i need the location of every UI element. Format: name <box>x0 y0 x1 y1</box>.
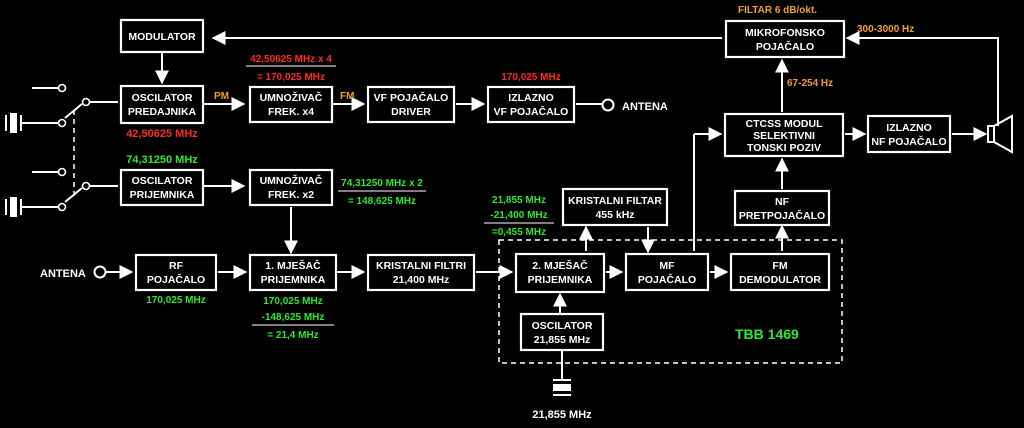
vf-driver-line-1: VF POJAČALO <box>374 91 449 104</box>
mf-line-2: POJAČALO <box>638 273 696 286</box>
ctcss-modul-block: CTCSS MODUL SELEKTIVNI TONSKI POZIV <box>723 112 845 158</box>
nf-pretpojacalo-block: NF PRETPOJAČALO <box>733 189 831 227</box>
nfp-line-1: NF <box>775 196 790 208</box>
crystal-icon <box>553 350 571 396</box>
vf-driver-line-2: DRIVER <box>391 106 431 118</box>
mjesac-1-block: 1. MJEŠAČ PRIJEMNIKA <box>248 253 338 292</box>
rx-mult-1: 74,31250 MHz x 2 <box>341 178 423 189</box>
tx-out-label: 170,025 MHz <box>501 72 560 83</box>
rf-pojacalo-block: RF POJAČALO <box>134 253 218 292</box>
mix2-c: =0,455 MHz <box>492 227 546 238</box>
mix1-b: -148,625 MHz <box>262 312 325 323</box>
antenna-icon <box>601 98 615 112</box>
mix2-a: 21,855 MHz <box>492 195 546 206</box>
nfp-line-2: PRETPOJAČALO <box>739 209 825 222</box>
mjesac2-line-2: PRIJEMNIKA <box>528 274 593 286</box>
oscilator-predajnika-block: OSCILATOR PREDAJNIKA <box>119 84 205 125</box>
rx-osc-freq: 74,31250 MHz <box>126 154 198 166</box>
mik-line-2: POJAČALO <box>756 40 814 53</box>
izlazno-vf-block: IZLAZNO VF POJAČALO <box>486 85 576 124</box>
ctcss-line-3: TONSKI POZIV <box>747 142 821 154</box>
modulator-line-1: MODULATOR <box>128 31 196 43</box>
osc-prij-line-2: PRIJEMNIKA <box>130 189 195 201</box>
oscilator-prijemnika-block: OSCILATOR PRIJEMNIKA <box>119 168 205 207</box>
umnozivac-x4-block: UMNOŽIVAČ FREK. x4 <box>248 85 334 124</box>
tx-mult-1: 42,50625 MHz x 4 <box>250 54 332 65</box>
modulator-block: MODULATOR <box>119 18 205 54</box>
osc-pred-line-1: OSCILATOR <box>132 92 193 104</box>
mik-line-1: MIKROFONSKO <box>745 27 825 39</box>
kfil-line-2: 455 kHz <box>595 209 634 221</box>
oscilator-2-block: OSCILATOR 21,855 MHz <box>519 312 605 352</box>
umn4-line-2: FREK. x4 <box>268 106 314 118</box>
fmd-line-2: DEMODULATOR <box>739 274 821 286</box>
kf-line-2: 21,400 MHz <box>393 274 450 286</box>
tx-mult-2: = 170,025 MHz <box>257 72 325 83</box>
mjesac2-line-1: 2. MJEŠAČ <box>532 259 588 272</box>
osc2-line-2: 21,855 MHz <box>534 334 591 346</box>
kfil-line-1: KRISTALNI FILTAR <box>568 195 662 207</box>
mjesac1-line-1: 1. MJEŠAČ <box>265 259 321 272</box>
transmit-switch <box>32 83 118 128</box>
ic-label: TBB 1469 <box>735 326 799 342</box>
ctcss-line-1: CTCSS MODUL <box>746 118 824 130</box>
osc-pred-line-2: PREDAJNIKA <box>128 106 197 118</box>
umn2-line-2: FREK. x2 <box>268 189 314 201</box>
umn4-line-1: UMNOŽIVAČ <box>260 91 323 104</box>
band-67-label: 67-254 Hz <box>787 78 833 89</box>
tx-freq-label: 42,50625 MHz <box>126 128 198 140</box>
mjesac-2-block: 2. MJEŠAČ PRIJEMNIKA <box>514 252 606 294</box>
inf-line-1: IZLAZNO <box>886 122 932 134</box>
mf-line-1: MF <box>659 260 675 272</box>
mf-pojacalo-block: MF POJAČALO <box>624 252 710 292</box>
crystal-icon <box>5 113 35 133</box>
fmd-line-1: FM <box>772 260 787 272</box>
kf-line-1: KRISTALNI FILTRI <box>376 260 466 272</box>
ctcss-line-2: SELEKTIVNI <box>753 130 815 142</box>
mix2-b: -21,400 MHz <box>490 210 547 221</box>
receive-switch <box>32 167 118 212</box>
band-300-label: 300-3000 Hz <box>857 24 914 35</box>
ic-boundary <box>498 239 843 364</box>
kristalni-filtri-block: KRISTALNI FILTRI 21,400 MHz <box>366 253 476 292</box>
antena-tx-label: ANTENA <box>622 101 668 113</box>
fm-demodulator-block: FM DEMODULATOR <box>729 252 831 292</box>
antenna-icon <box>93 265 107 279</box>
xtal-freq-label: 21,855 MHz <box>532 409 592 421</box>
umn2-line-1: UMNOŽIVAČ <box>260 174 323 187</box>
izlazno-vf-line-2: VF POJAČALO <box>494 105 569 118</box>
rf-freq-label: 170,025 MHz <box>146 295 205 306</box>
mikrofonsko-pojacalo-block: MIKROFONSKO POJAČALO <box>724 19 846 59</box>
osc-prij-line-1: OSCILATOR <box>132 175 193 187</box>
izlazno-vf-line-1: IZLAZNO <box>508 92 554 104</box>
inf-line-2: NF POJAČALO <box>871 135 946 148</box>
antena-rx-label: ANTENA <box>40 268 86 280</box>
vf-pojacalo-driver-block: VF POJAČALO DRIVER <box>366 85 456 124</box>
speaker-icon <box>987 114 1013 154</box>
umnozivac-x2-block: UMNOŽIVAČ FREK. x2 <box>248 168 334 207</box>
izlazno-nf-block: IZLAZNO NF POJAČALO <box>866 114 952 154</box>
fm-label: FM <box>340 91 354 102</box>
rf-line-1: RF <box>169 260 184 272</box>
pm-label: PM <box>214 91 229 102</box>
connections <box>106 31 999 314</box>
mix1-a: 170,025 MHz <box>263 296 322 307</box>
osc2-line-1: OSCILATOR <box>532 320 593 332</box>
filtar-label: FILTAR 6 dB/okt. <box>738 5 817 16</box>
rx-mult-2: = 148,625 MHz <box>348 196 416 207</box>
mjesac1-line-2: PRIJEMNIKA <box>261 274 326 286</box>
rf-line-2: POJAČALO <box>147 273 205 286</box>
mix1-c: = 21,4 MHz <box>267 330 318 341</box>
crystal-icon <box>5 197 35 217</box>
kristalni-filtar-block: KRISTALNI FILTAR 455 kHz <box>561 187 669 227</box>
